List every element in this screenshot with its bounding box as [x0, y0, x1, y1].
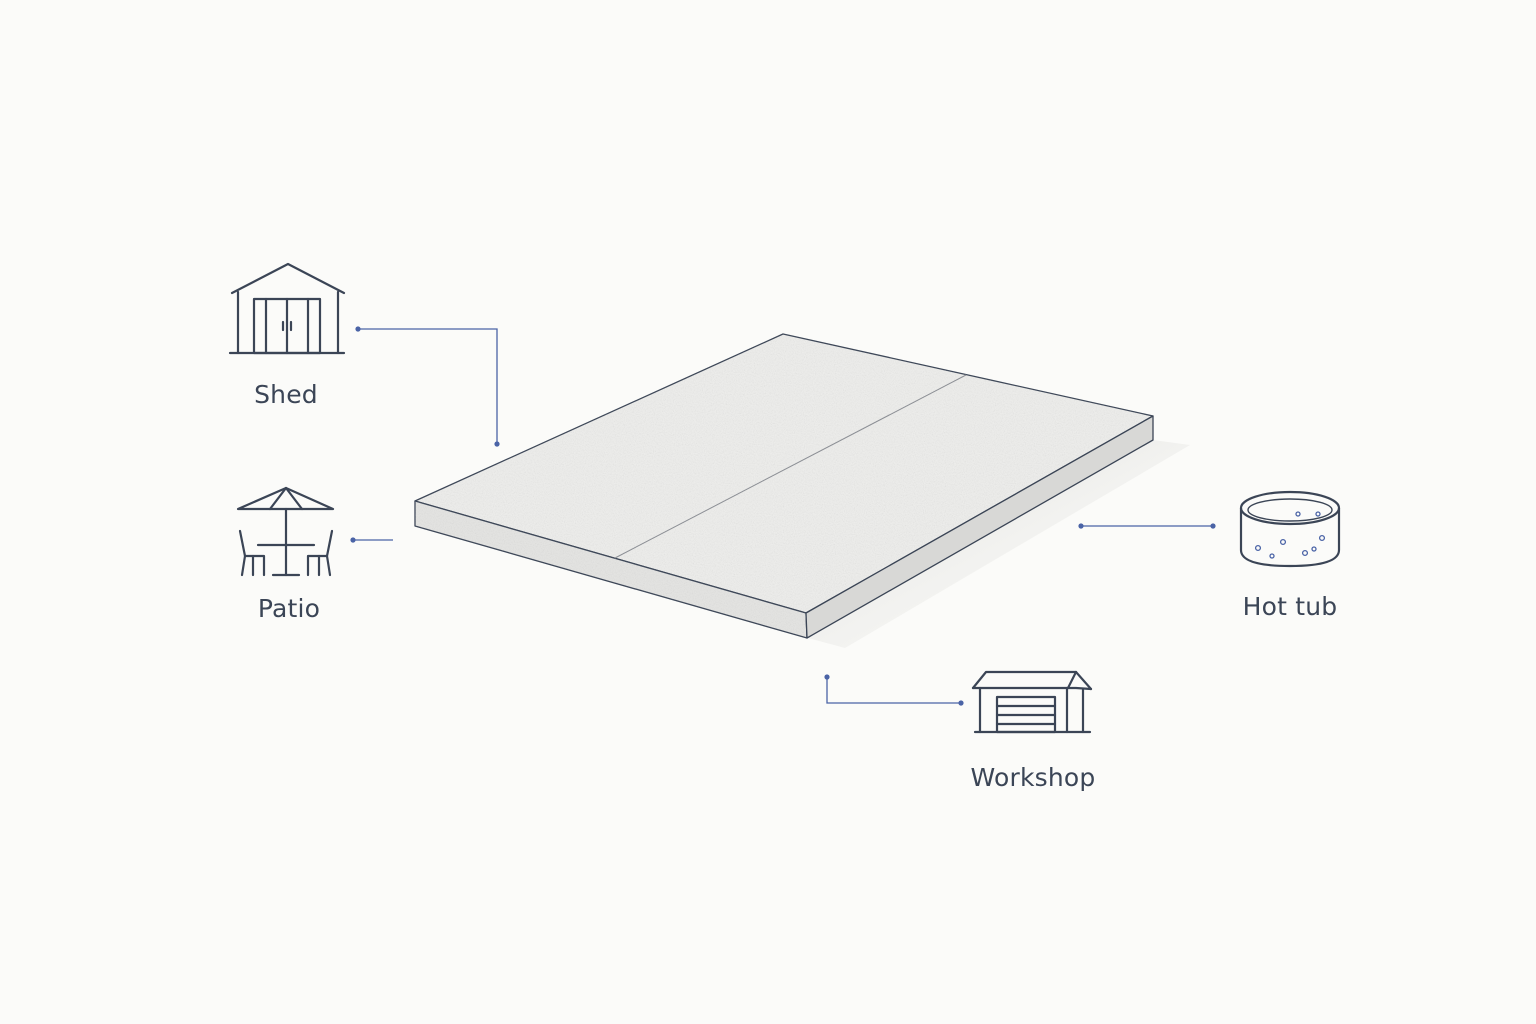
workshop-garage-icon: [971, 670, 1093, 734]
workshop-label: Workshop: [970, 763, 1096, 792]
shed-icon: [228, 262, 346, 355]
shed-leader-line: [355, 326, 500, 447]
hot-tub-label: Hot tub: [1242, 592, 1338, 621]
slab-shadow: [808, 440, 1190, 648]
slab-right-face: [805, 415, 1154, 639]
patio-label: Patio: [257, 594, 321, 623]
patio-leader-line: [350, 537, 393, 543]
hot-tub-icon: [1239, 490, 1341, 568]
slab-control-joint: [614, 374, 967, 559]
hot-tub-leader-line: [1078, 523, 1216, 529]
leader-lines: [350, 326, 1216, 706]
shed-label: Shed: [254, 380, 318, 409]
concrete-slab: [414, 333, 1154, 639]
workshop-leader-line: [824, 674, 964, 706]
patio-table-umbrella-icon: [236, 486, 335, 577]
